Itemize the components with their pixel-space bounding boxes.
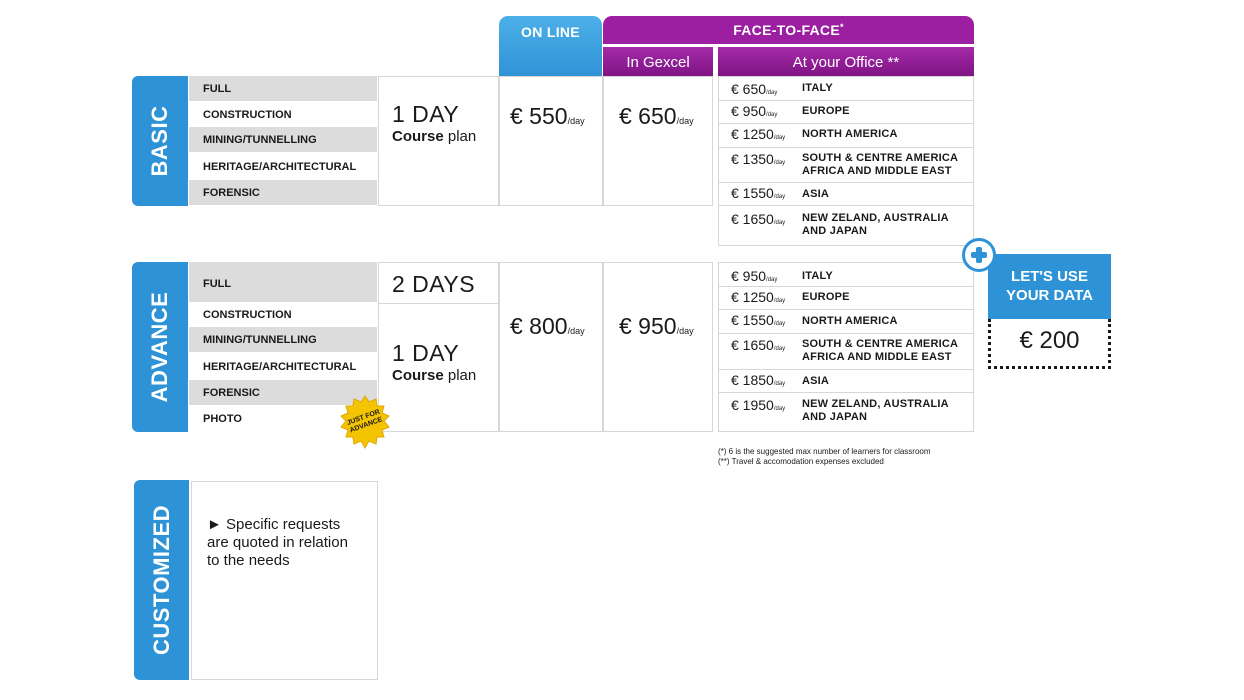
advance-online-panel: € 800/day [499, 262, 603, 432]
advance-course-full: FULL [189, 271, 377, 296]
footnote-learners: (*) 6 is the suggested max number of lea… [718, 447, 931, 456]
advance-course-mining: MINING/TUNNELLING [189, 327, 377, 352]
customized-label-bar: CUSTOMIZED [134, 480, 189, 680]
header-in-gexcel: In Gexcel [603, 47, 713, 76]
header-at-your-office: At your Office ** [718, 47, 974, 76]
footnote-travel: (**) Travel & accomodation expenses excl… [718, 457, 884, 466]
advance-duration-other: 1 DAY [392, 340, 460, 366]
advance-full-duration-panel: 2 DAYS [378, 262, 499, 304]
advance-course-forensic: FORENSIC [189, 380, 377, 405]
basic-duration: 1 DAY [392, 101, 460, 127]
advance-duration-full: 2 DAYS [392, 271, 476, 297]
advance-course-heritage: HERITAGE/ARCHITECTURAL [203, 360, 357, 373]
customized-description-box: ► Specific requests are quoted in relati… [191, 481, 378, 680]
advance-course-plan: Course plan [392, 367, 477, 384]
basic-label: BASIC [147, 105, 172, 177]
basic-office-row: € 1250/day NORTH AMERICA [718, 124, 974, 148]
advance-office-row: € 1850/day ASIA [718, 370, 974, 393]
basic-gexcel-price: € 650/day [619, 103, 694, 129]
header-online: ON LINE [499, 16, 602, 76]
basic-course-mining: MINING/TUNNELLING [189, 127, 377, 152]
advance-course-construction: CONSTRUCTION [203, 308, 292, 321]
face-to-face-footnote-mark: * [839, 22, 844, 32]
basic-label-bar: BASIC [132, 76, 188, 206]
just-for-advance-badge [340, 395, 390, 449]
advance-gexcel-price: € 950/day [619, 313, 694, 339]
basic-course-construction: CONSTRUCTION [203, 108, 292, 121]
advance-full-shade-top [189, 262, 377, 271]
plus-icon [962, 238, 996, 272]
basic-course-full: FULL [189, 76, 377, 101]
advance-label: ADVANCE [147, 291, 172, 403]
data-offer-price: € 200 [988, 319, 1111, 369]
header-face-to-face: FACE-TO-FACE* [603, 16, 974, 44]
basic-office-row: € 1550/day ASIA [718, 183, 974, 206]
customized-label: CUSTOMIZED [148, 504, 174, 656]
basic-online-panel: € 550/day [499, 76, 603, 206]
basic-course-plan: Course plan [392, 128, 477, 145]
basic-office-row: € 950/day EUROPE [718, 101, 974, 124]
advance-office-row: € 1250/day EUROPE [718, 287, 974, 310]
basic-course-forensic: FORENSIC [189, 180, 377, 205]
advance-online-price: € 800/day [510, 313, 585, 339]
basic-course-heritage: HERITAGE/ARCHITECTURAL [203, 160, 357, 173]
basic-office-row: € 650/day ITALY [718, 76, 974, 101]
advance-label-bar: ADVANCE [132, 262, 188, 432]
advance-office-row: € 1550/day NORTH AMERICA [718, 310, 974, 334]
customized-description: ► Specific requests are quoted in relati… [207, 516, 348, 569]
basic-duration-panel: 1 DAY Course plan [378, 76, 499, 206]
advance-full-shade-bottom [189, 296, 377, 302]
advance-office-row: € 950/day ITALY [718, 262, 974, 287]
basic-gexcel-panel: € 650/day [603, 76, 713, 206]
advance-gexcel-panel: € 950/day [603, 262, 713, 432]
basic-online-price: € 550/day [510, 103, 585, 129]
advance-other-duration-panel: 1 DAY Course plan [378, 304, 499, 432]
advance-course-photo: PHOTO [203, 412, 242, 425]
